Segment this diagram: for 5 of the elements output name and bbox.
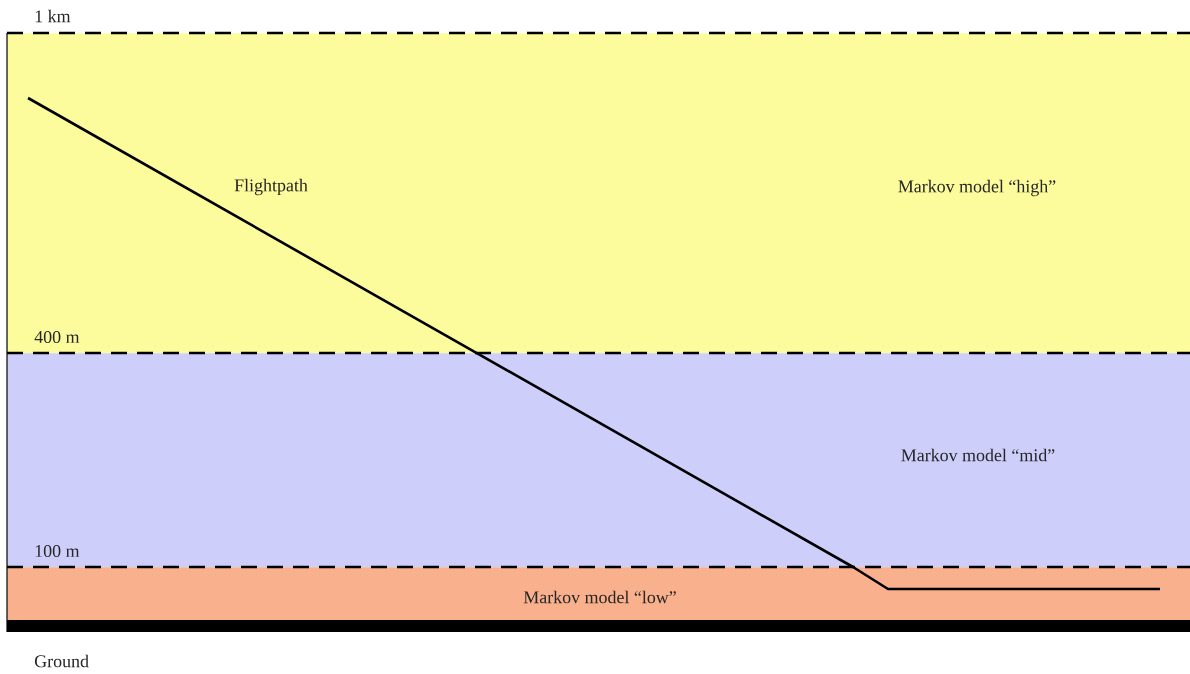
axis-label: Flightpath (234, 178, 308, 196)
axis-label: 400 m (34, 330, 80, 344)
axis-label: Ground (34, 654, 89, 668)
axis-label: 100 m (35, 544, 80, 558)
altitude-band: Markov model “low” (7, 567, 1190, 621)
